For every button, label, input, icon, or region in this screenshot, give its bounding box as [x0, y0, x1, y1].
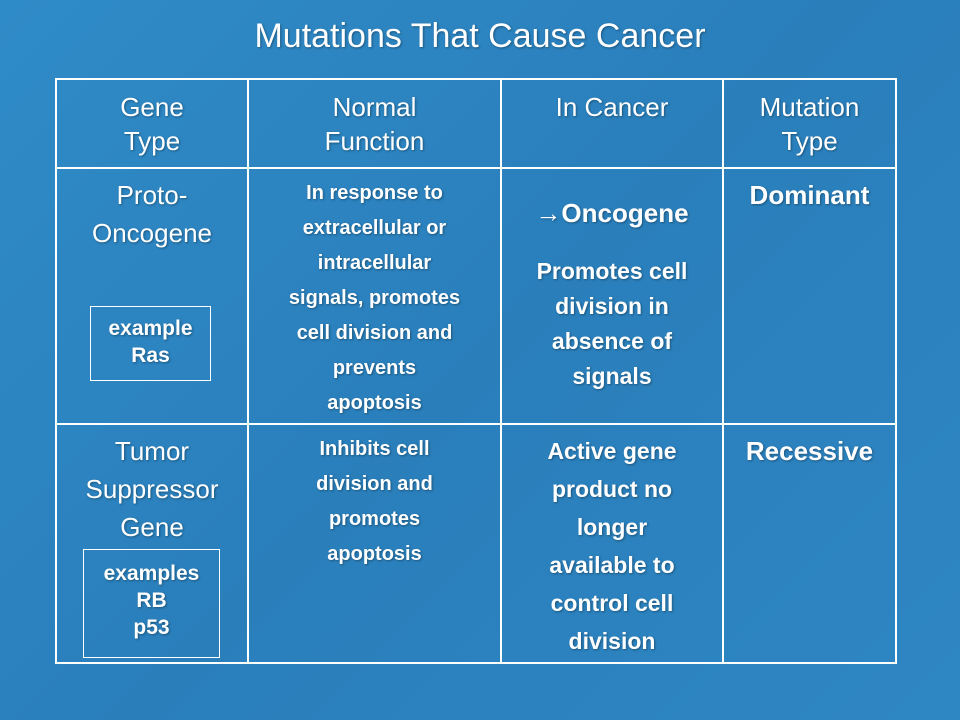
column-divider	[247, 80, 249, 662]
header-gene-type: Gene Type	[120, 92, 184, 156]
normal-function-proto-oncogene: In response to extracellular or intracel…	[288, 182, 461, 414]
oncogene-label: Oncogene	[561, 198, 689, 228]
in-cancer-proto-oncogene: →Oncogene Promotes cell division in abse…	[502, 176, 722, 412]
column-divider	[722, 80, 724, 662]
normal-function-tumor-suppressor: Inhibits cell division and promotes apop…	[316, 438, 433, 565]
column-divider	[500, 80, 502, 662]
right-arrow-icon: →	[535, 198, 562, 228]
example-box-ras: example Ras	[90, 306, 211, 381]
header-in-cancer: In Cancer	[555, 92, 669, 122]
row-divider	[57, 423, 895, 425]
mutation-type-dominant: Dominant	[749, 180, 870, 210]
mutation-type-recessive: Recessive	[745, 436, 874, 466]
slide-title: Mutations That Cause Cancer	[254, 17, 706, 55]
mutation-table: Gene Type Normal Function In Cancer Muta…	[55, 78, 897, 664]
oncogene-description: Promotes cell division in absence of sig…	[536, 258, 688, 389]
gene-type-tumor-suppressor: Tumor Suppressor Gene	[85, 436, 219, 542]
in-cancer-tumor-suppressor: Active gene product no longer available …	[547, 438, 677, 654]
example-box-rb-p53: examples RB p53	[83, 549, 220, 658]
header-normal-function: Normal Function	[324, 92, 425, 156]
oncogene-heading: →Oncogene	[502, 194, 722, 232]
gene-type-proto-oncogene: Proto- Oncogene	[92, 180, 212, 248]
row-divider	[57, 167, 895, 169]
header-mutation-type: Mutation Type	[759, 92, 860, 156]
